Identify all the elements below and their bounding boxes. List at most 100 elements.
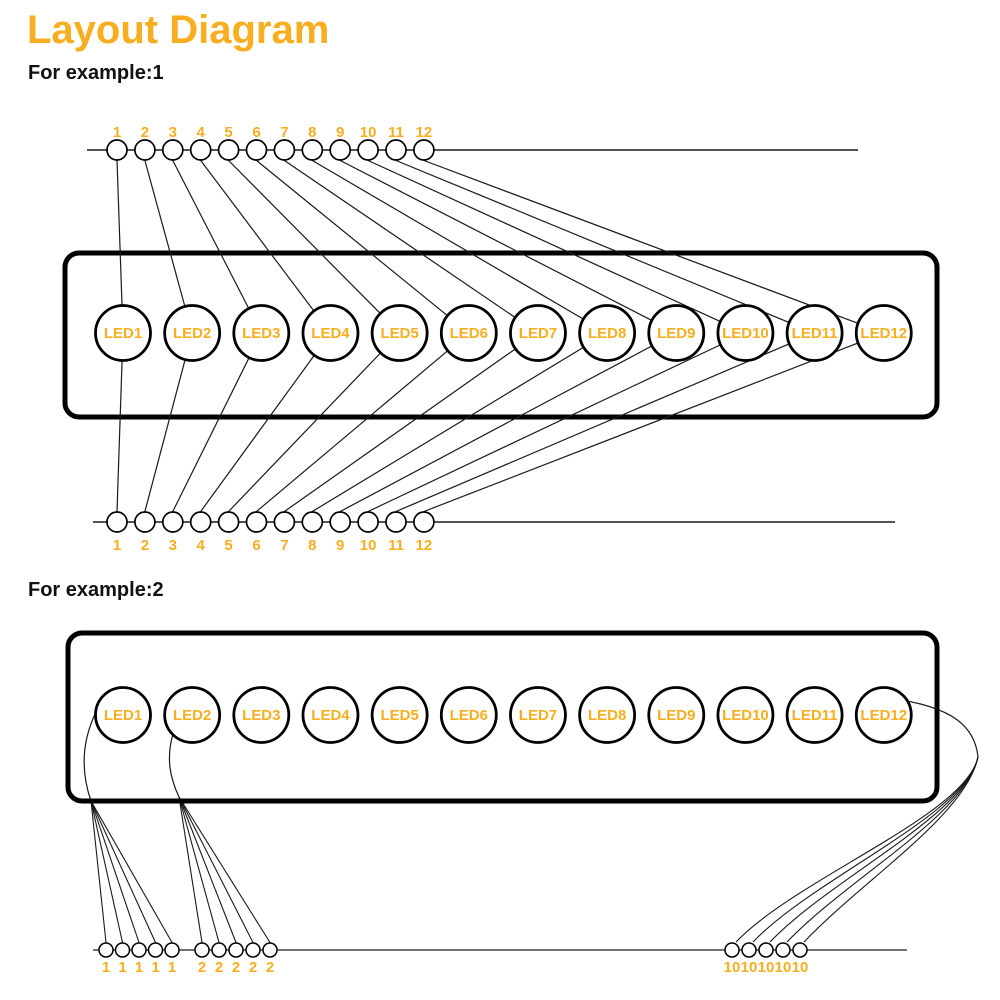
example2-led-label-8: LED8 (588, 707, 626, 724)
example2-output-pin-label-g1-3: 1 (135, 959, 143, 976)
example1-top-pin-label-5: 5 (224, 124, 232, 141)
example2-led1-fan-wire-1 (90, 800, 107, 943)
example1-bottom-pin-2 (134, 511, 156, 533)
example2-led-label-3: LED3 (242, 707, 280, 724)
wire-led7-to-botpin7 (284, 348, 516, 512)
example2-led1-fan-wire-2 (90, 800, 124, 943)
wire-toppin11-to-led11 (395, 159, 790, 324)
example2-led-circle-5 (370, 686, 429, 744)
example2-output-pin-g2-1 (194, 942, 210, 958)
example1-led-label-9: LED9 (657, 325, 695, 342)
example1-bottom-pin-10 (357, 511, 379, 533)
example2-output-pin-g2-3 (228, 942, 244, 958)
example2-led-label-2: LED2 (173, 707, 211, 724)
example2-led-circle-2 (163, 686, 222, 744)
wire-led8-to-botpin8 (311, 346, 584, 513)
example2-led-label-6: LED6 (450, 707, 488, 724)
example1-top-pin-11 (385, 139, 407, 161)
wire-toppin4-to-led4 (200, 160, 315, 312)
wire-led10-to-botpin10 (367, 344, 721, 513)
example2-led12-fan-wire-1 (735, 756, 979, 943)
example2-led12-fan-wire-4 (786, 756, 979, 943)
example1-top-pin-8 (301, 139, 324, 161)
example2-led-circle-8 (578, 686, 637, 744)
example2-output-pin-label-g2-3: 2 (232, 959, 240, 976)
example1-bottom-pin-label-5: 5 (224, 537, 232, 554)
example1-led-label-8: LED8 (588, 325, 626, 342)
example2-led-circle-3 (232, 686, 291, 744)
example1-bottom-pin-9 (329, 511, 352, 533)
wire-toppin3-to-led3 (172, 160, 250, 309)
example2-output-pin-g1-2 (114, 942, 131, 958)
example1-bottom-pin-label-9: 9 (336, 537, 344, 554)
example2-output-pin-label-g2-1: 2 (198, 959, 206, 976)
example2-led-label-5: LED5 (380, 707, 418, 724)
example2-led-circle-1 (94, 686, 152, 744)
example1-bottom-pin-6 (245, 511, 268, 533)
example2-output-pin-g1-5 (164, 942, 180, 958)
wire-toppin5-to-led5 (228, 160, 381, 314)
wire-led4-to-botpin4 (200, 354, 315, 512)
example2-led1-fan-wire-4 (90, 800, 157, 943)
wire-toppin10-to-led10 (367, 159, 721, 323)
example1-led-circle-11 (785, 304, 844, 362)
example1-top-pin-label-12: 12 (416, 124, 433, 141)
example1-bottom-pin-label-1: 1 (113, 537, 121, 554)
example1-bottom-pin-label-12: 12 (416, 537, 433, 554)
example2-output-pin-g3-2 (741, 942, 757, 958)
example2-led-label-12: LED12 (860, 707, 907, 724)
wire-led1-to-botpin1 (116, 360, 123, 512)
example2-led1-stem (83, 711, 97, 802)
example2-led12-fan-wire-3 (769, 756, 979, 943)
example2-output-pin-label-g3-2: 10 (741, 959, 758, 976)
example1-led-label-11: LED11 (792, 325, 838, 342)
example1-top-pin-3 (161, 139, 184, 161)
example1-led-label-7: LED7 (519, 325, 557, 342)
example2-led-label-10: LED10 (722, 707, 769, 724)
example1-top-pin-label-1: 1 (113, 124, 121, 141)
example2-led1-fan-wire-5 (90, 800, 173, 943)
example1-led-label-4: LED4 (311, 325, 350, 342)
example1-bottom-pin-8 (301, 511, 324, 533)
example1-led-circle-3 (232, 304, 291, 362)
example1-led-circle-1 (94, 304, 152, 362)
example1-top-pin-5 (217, 139, 240, 161)
example1-bottom-pin-label-8: 8 (308, 537, 316, 554)
example1-led-circle-6 (439, 304, 498, 362)
wire-toppin6-to-led6 (256, 160, 448, 317)
example2-led-circle-7 (509, 686, 567, 744)
example2-output-pin-g3-3 (758, 942, 774, 958)
example2-output-pin-g2-5 (262, 942, 278, 958)
wire-led5-to-botpin5 (228, 352, 382, 512)
example2-output-pin-g1-1 (98, 942, 114, 958)
example1-heading: For example:1 (28, 62, 164, 84)
example2-led-label-11: LED11 (792, 707, 838, 724)
example2-output-pin-label-g2-5: 2 (266, 959, 274, 976)
example2-output-pin-label-g3-5: 10 (792, 959, 809, 976)
example1-led-circle-8 (578, 304, 637, 362)
example1-top-pin-label-11: 11 (388, 124, 404, 141)
example2-led1-fan-wire-3 (90, 800, 140, 943)
example1-led-label-10: LED10 (722, 325, 769, 342)
example1-bottom-pin-11 (385, 511, 407, 533)
example1-top-pin-label-9: 9 (336, 124, 344, 141)
example2-output-pin-label-g3-1: 10 (724, 959, 741, 976)
wire-toppin8-to-led8 (311, 159, 584, 320)
example2-led2-fan-wire-2 (178, 796, 220, 943)
example1-top-pin-label-8: 8 (308, 124, 316, 141)
example2-led-panel-box (65, 630, 940, 804)
example1-bottom-pin-label-3: 3 (169, 537, 177, 554)
example2-heading: For example:2 (28, 579, 164, 601)
example1-bottom-pin-1 (106, 511, 128, 533)
page-title: Layout Diagram (27, 8, 330, 52)
example2-led12-fan-wire-2 (752, 756, 979, 943)
example1-led-label-6: LED6 (450, 325, 488, 342)
example1-top-pin-7 (273, 139, 296, 161)
example1-top-pin-label-7: 7 (280, 124, 288, 141)
example1-bottom-pin-label-11: 11 (388, 537, 404, 554)
example2-output-pin-label-g2-4: 2 (249, 959, 257, 976)
example1-led-label-1: LED1 (104, 325, 142, 342)
example2-led2-fan-wire-5 (178, 796, 271, 943)
wire-led2-to-botpin2 (144, 359, 186, 512)
